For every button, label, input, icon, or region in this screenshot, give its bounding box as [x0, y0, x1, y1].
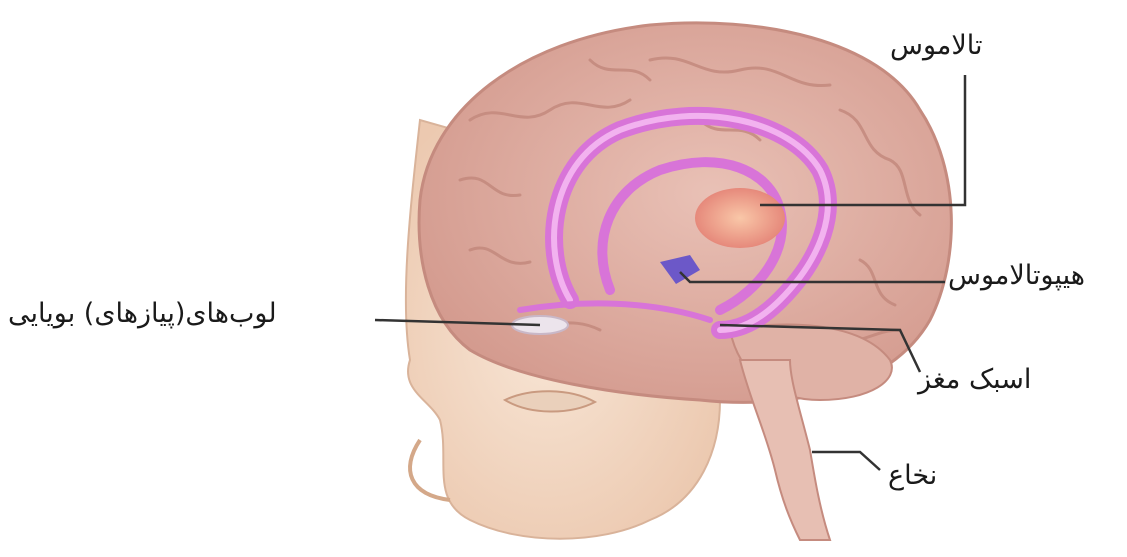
label-hippocampus: اسبک مغز	[918, 366, 1031, 393]
thalamus-shape	[695, 188, 785, 248]
leader-spinal	[812, 452, 880, 470]
label-olfactory-bulbs: لوب‌های(پیازهای) بویایی	[8, 300, 277, 327]
label-spinal-cord: نخاع	[888, 462, 937, 489]
label-hypothalamus: هیپوتالاموس	[948, 262, 1085, 289]
label-thalamus: تالاموس	[890, 32, 983, 59]
